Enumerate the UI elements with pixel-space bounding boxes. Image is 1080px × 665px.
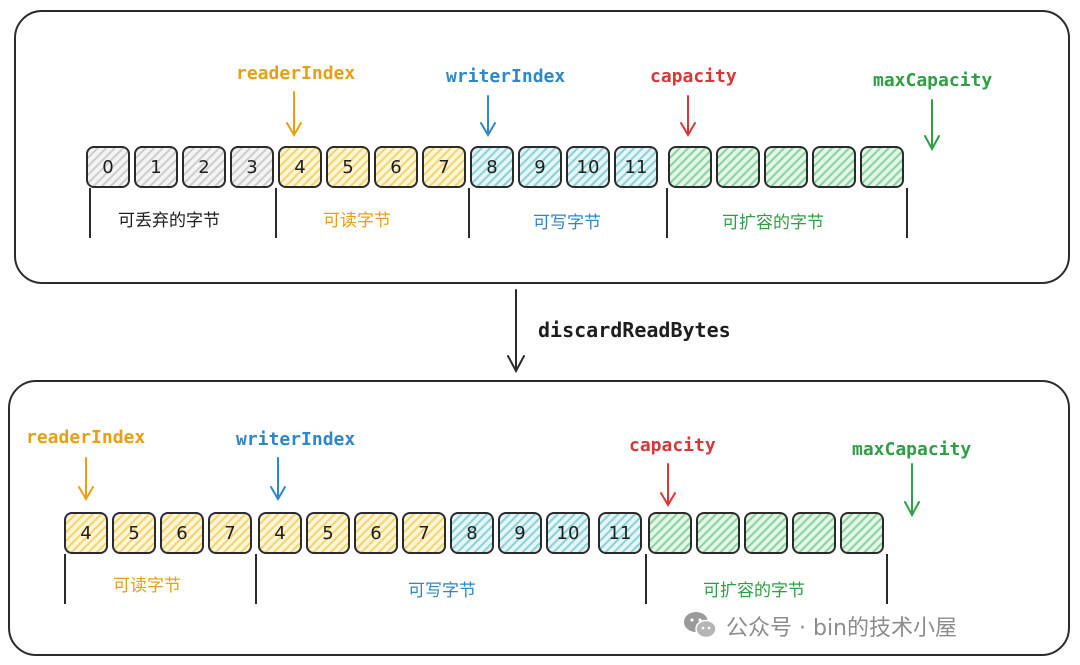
top-cell: 2 — [182, 146, 226, 188]
bottom-cell: 4 — [258, 512, 302, 554]
operation-label: discardReadBytes — [538, 318, 731, 342]
bottom-cell: 6 — [160, 512, 204, 554]
bottom-cell: 9 — [498, 512, 542, 554]
top-cell — [764, 146, 808, 188]
bottom-cell — [792, 512, 836, 554]
operation-arrow-icon — [507, 289, 525, 374]
top-cell: 3 — [230, 146, 274, 188]
bottom-cell — [648, 512, 692, 554]
bottom-max-capacity-label: maxCapacity — [852, 439, 972, 460]
top-cell — [668, 146, 712, 188]
top-segment-expandable: 可扩容的字节 — [722, 213, 824, 233]
bottom-cell: 7 — [402, 512, 446, 554]
bottom-cell — [696, 512, 740, 554]
top-cell: 9 — [518, 146, 562, 188]
top-divider — [906, 188, 908, 238]
wechat-logo-icon — [684, 612, 717, 639]
bottom-cell: 5 — [112, 512, 156, 554]
bottom-cell: 7 — [208, 512, 252, 554]
bottom-writer-index-label: writerIndex — [236, 429, 356, 450]
top-segment-discardable: 可丢弃的字节 — [118, 211, 220, 231]
bottom-reader-index-label: readerIndex — [26, 427, 146, 448]
top-capacity-label: capacity — [650, 66, 737, 87]
top-cell: 7 — [422, 146, 466, 188]
bottom-cell: 4 — [64, 512, 108, 554]
top-reader-index-label: readerIndex — [236, 63, 356, 84]
bottom-divider — [64, 554, 66, 604]
bottom-max-capacity-arrow-icon — [904, 463, 920, 518]
top-cell: 11 — [614, 146, 658, 188]
top-reader-index-arrow-icon — [286, 91, 302, 137]
bottom-reader-index-arrow-icon — [78, 457, 94, 501]
bottom-segment-expandable: 可扩容的字节 — [703, 581, 805, 601]
top-cell: 5 — [326, 146, 370, 188]
top-max-capacity-label: maxCapacity — [873, 70, 993, 91]
top-max-capacity-arrow-icon — [924, 99, 940, 152]
bottom-divider — [886, 554, 888, 604]
bottom-cell: 8 — [450, 512, 494, 554]
top-cell — [716, 146, 760, 188]
top-cell: 1 — [134, 146, 178, 188]
bottom-writer-index-arrow-icon — [270, 457, 286, 501]
bottom-divider — [255, 554, 257, 604]
top-cell — [812, 146, 856, 188]
bottom-cell: 6 — [354, 512, 398, 554]
top-cell: 8 — [470, 146, 514, 188]
bottom-capacity-label: capacity — [629, 435, 716, 456]
top-segment-writable: 可写字节 — [533, 213, 601, 233]
top-cell: 4 — [278, 146, 322, 188]
bottom-cell — [840, 512, 884, 554]
top-writer-index-arrow-icon — [480, 95, 496, 137]
bottom-cell: 10 — [546, 512, 590, 554]
top-writer-index-label: writerIndex — [446, 66, 566, 87]
top-cell: 0 — [86, 146, 130, 188]
top-divider — [468, 188, 470, 238]
bottom-cell: 5 — [306, 512, 350, 554]
top-divider — [666, 188, 668, 238]
top-divider — [275, 188, 277, 238]
top-cell: 10 — [566, 146, 610, 188]
top-cell: 6 — [374, 146, 418, 188]
bottom-capacity-arrow-icon — [660, 463, 676, 507]
top-cell — [860, 146, 904, 188]
bottom-segment-readable: 可读字节 — [113, 576, 181, 596]
bottom-divider — [645, 554, 647, 604]
bottom-segment-writable: 可写字节 — [408, 581, 476, 601]
top-divider — [89, 188, 91, 238]
bottom-cell — [744, 512, 788, 554]
top-capacity-arrow-icon — [680, 95, 696, 137]
top-segment-readable: 可读字节 — [323, 211, 391, 231]
bottom-cell: 11 — [598, 512, 642, 554]
watermark: 公众号 · bin的技术小屋 — [726, 616, 958, 641]
